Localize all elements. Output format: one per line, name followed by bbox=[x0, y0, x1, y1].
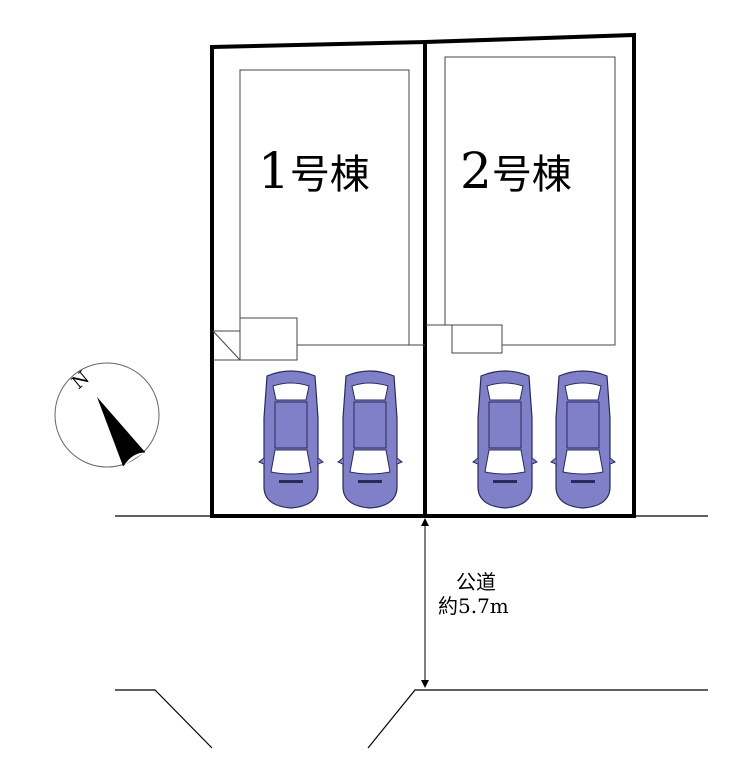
building-1-label: 1号棟 bbox=[258, 142, 370, 200]
building-1-number: 1 bbox=[258, 142, 290, 200]
car-2 bbox=[337, 370, 403, 509]
road-edge-bottom-left bbox=[115, 689, 213, 749]
road-label: 公道 約5.7m bbox=[438, 570, 509, 618]
building-1-footprint bbox=[212, 69, 425, 361]
north-arrow-icon bbox=[97, 397, 145, 466]
building-2-suffix: 号棟 bbox=[491, 152, 572, 198]
building-1-suffix: 号棟 bbox=[289, 152, 370, 198]
car-1 bbox=[258, 370, 324, 509]
road-width-dimension bbox=[421, 518, 429, 688]
north-compass bbox=[54, 362, 160, 468]
car-4 bbox=[550, 370, 616, 509]
road-width: 約5.7m bbox=[438, 594, 509, 618]
building-2-label: 2号棟 bbox=[460, 142, 572, 200]
car-3 bbox=[472, 370, 538, 509]
road-edge-bottom-right bbox=[367, 689, 708, 749]
building-2-number: 2 bbox=[460, 142, 492, 200]
road-type: 公道 bbox=[456, 570, 496, 594]
building-2-footprint bbox=[426, 56, 616, 354]
